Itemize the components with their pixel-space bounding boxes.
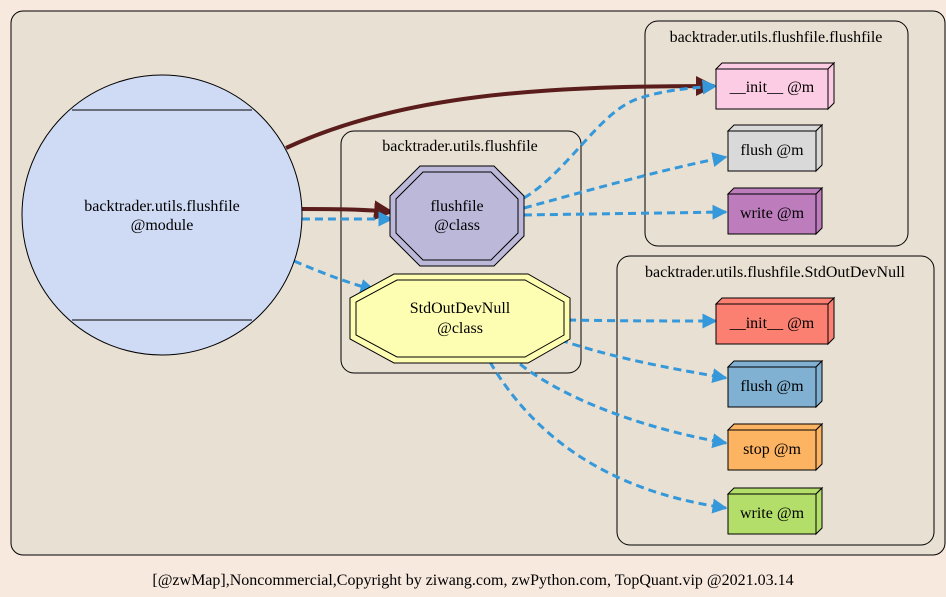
footer-copyright: [@zwMap],Noncommercial,Copyright by ziwa… (152, 572, 793, 589)
flushfile-class-name: flushfile (430, 198, 483, 215)
method-ff-write[interactable]: write @m (726, 186, 824, 236)
cluster-stdout-methods: backtrader.utils.flushfile.StdOutDevNull (616, 255, 935, 546)
edge-module-to-flushfile (301, 200, 394, 221)
ff-write-label: write @m (740, 205, 805, 222)
edges (285, 76, 728, 514)
method-ff-flush[interactable]: flush @m (726, 123, 824, 173)
stdout-class-type: @class (437, 320, 483, 337)
cluster-inner-label: backtrader.utils.flushfile (382, 138, 538, 155)
method-sd-flush[interactable]: flush @m (726, 359, 824, 409)
edge-stdout-to-sd-init (567, 313, 718, 329)
cluster-stdout-label: backtrader.utils.flushfile.StdOutDevNull (645, 264, 906, 281)
sd-init-label: __init__ @m (729, 315, 815, 332)
flushfile-class-type: @class (434, 217, 480, 234)
stdout-class-name: StdOutDevNull (410, 300, 511, 317)
stdout-class-node[interactable]: StdOutDevNull @class (349, 273, 571, 364)
cluster-inner-module: backtrader.utils.flushfile (340, 130, 582, 374)
method-ff-init[interactable]: __init__ @m (714, 61, 836, 111)
edge-flushfile-to-ff-init (523, 79, 718, 200)
cluster-flushfile-methods: backtrader.utils.flushfile.flushfile (644, 20, 909, 247)
edge-module-to-ff-init (285, 76, 716, 150)
method-sd-write[interactable]: write @m (726, 486, 824, 536)
module-type: @module (131, 217, 194, 234)
sd-stop-label: stop @m (743, 441, 801, 458)
edge-stdout-to-sd-write (488, 361, 728, 514)
edge-stdout-to-sd-flush (559, 338, 728, 384)
module-node[interactable]: backtrader.utils.flushfile @module (21, 74, 303, 356)
ff-init-label: __init__ @m (729, 79, 815, 96)
cluster-flushfile-label: backtrader.utils.flushfile.flushfile (670, 29, 883, 46)
ff-flush-label: flush @m (740, 142, 804, 159)
edge-flushfile-to-ff-flush (523, 152, 728, 210)
sd-flush-label: flush @m (740, 378, 804, 395)
flushfile-class-node[interactable]: flushfile @class (389, 165, 525, 267)
sd-write-label: write @m (740, 505, 805, 522)
edge-module-to-stdout (293, 259, 376, 294)
module-name: backtrader.utils.flushfile (84, 198, 240, 215)
method-sd-stop[interactable]: stop @m (726, 422, 824, 472)
method-sd-init[interactable]: __init__ @m (714, 296, 836, 346)
